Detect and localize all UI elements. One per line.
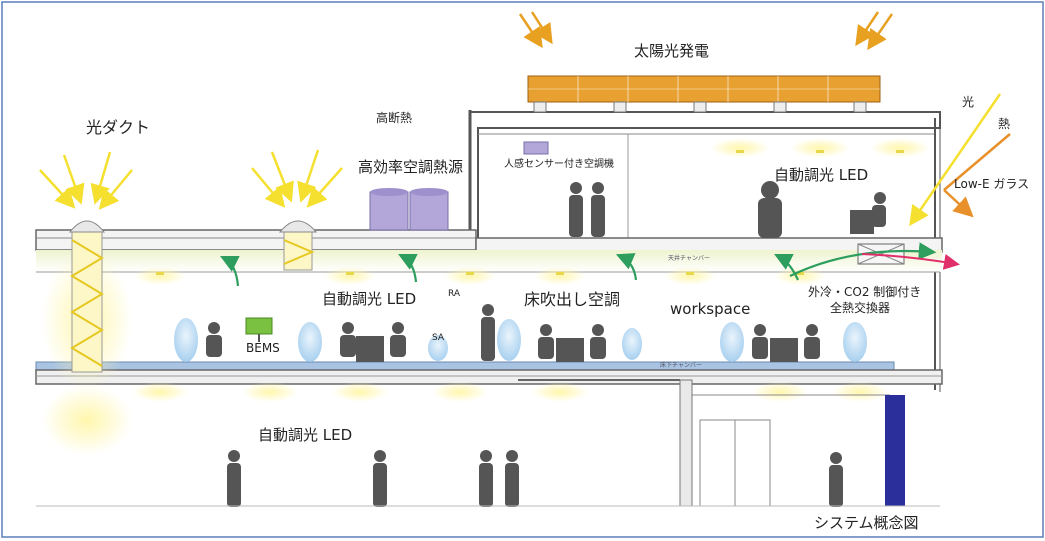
light-duct-shafts	[42, 220, 318, 455]
heat-arrows	[943, 133, 1011, 218]
floor-chamber-label: 床下チャンバー	[660, 362, 702, 369]
solar-panel	[527, 75, 881, 113]
roof-slab	[35, 229, 943, 253]
ceiling-chamber-label: 天井チャンバー	[668, 255, 710, 262]
solar-label: 太陽光発電	[634, 42, 710, 60]
person	[481, 304, 495, 361]
person	[569, 182, 583, 237]
light-duct-label: 光ダクト	[86, 118, 151, 137]
exhaust-arrow	[861, 253, 960, 270]
auto-led-top-label: 自動調光 LED	[774, 166, 869, 184]
lower-ceiling-lights	[132, 382, 888, 402]
sensor-ac-label: 人感センサー付き空調機	[504, 159, 614, 170]
bems-label: BEMS	[246, 341, 280, 355]
people	[206, 181, 886, 507]
floor-diffusers	[174, 318, 867, 362]
person	[758, 181, 782, 238]
floor-ac-label: 床吹出し空調	[524, 290, 621, 309]
person	[340, 322, 356, 357]
person	[206, 322, 222, 357]
heat-source-units	[369, 188, 449, 231]
ra-label: RA	[448, 289, 461, 299]
person	[752, 324, 768, 359]
person	[872, 192, 886, 227]
mid-ceiling-lights	[134, 267, 826, 285]
heat-source-label: 高効率空調熱源	[358, 158, 464, 176]
person	[479, 450, 493, 507]
glass-column	[885, 395, 905, 506]
workspace-label: workspace	[670, 300, 751, 318]
person	[829, 452, 843, 507]
ceiling-chamber-band	[36, 250, 942, 272]
person	[505, 450, 519, 507]
heat-label: 熱	[998, 117, 1011, 131]
sa-label: SA	[432, 333, 445, 343]
sun-arrows	[518, 11, 894, 51]
exchanger-label-2: 全熱交換器	[830, 301, 891, 315]
caption: システム概念図	[814, 514, 919, 532]
auto-led-mid-label: 自動調光 LED	[322, 290, 417, 308]
auto-led-bottom-label: 自動調光 LED	[258, 426, 353, 444]
air-flow-arrows	[220, 242, 937, 287]
person	[538, 324, 554, 359]
person	[590, 324, 606, 359]
person	[227, 450, 241, 507]
person	[804, 324, 820, 359]
exchanger-label-1: 外冷・CO2 制御付き	[808, 285, 922, 299]
bems-screen	[245, 317, 273, 335]
light-label: 光	[962, 95, 975, 109]
entrance	[518, 379, 905, 507]
person	[373, 450, 387, 507]
desks	[356, 210, 874, 362]
light-rays	[39, 93, 1002, 227]
upper-ceiling-lights	[710, 138, 930, 158]
lowe-glass-label: Low-E ガラス	[954, 177, 1030, 191]
person	[591, 182, 605, 237]
person	[390, 322, 406, 357]
sensor-ac-unit	[523, 141, 549, 155]
high-insulation-label: 高断熱	[376, 111, 413, 125]
floor-slab-2f	[35, 361, 943, 385]
